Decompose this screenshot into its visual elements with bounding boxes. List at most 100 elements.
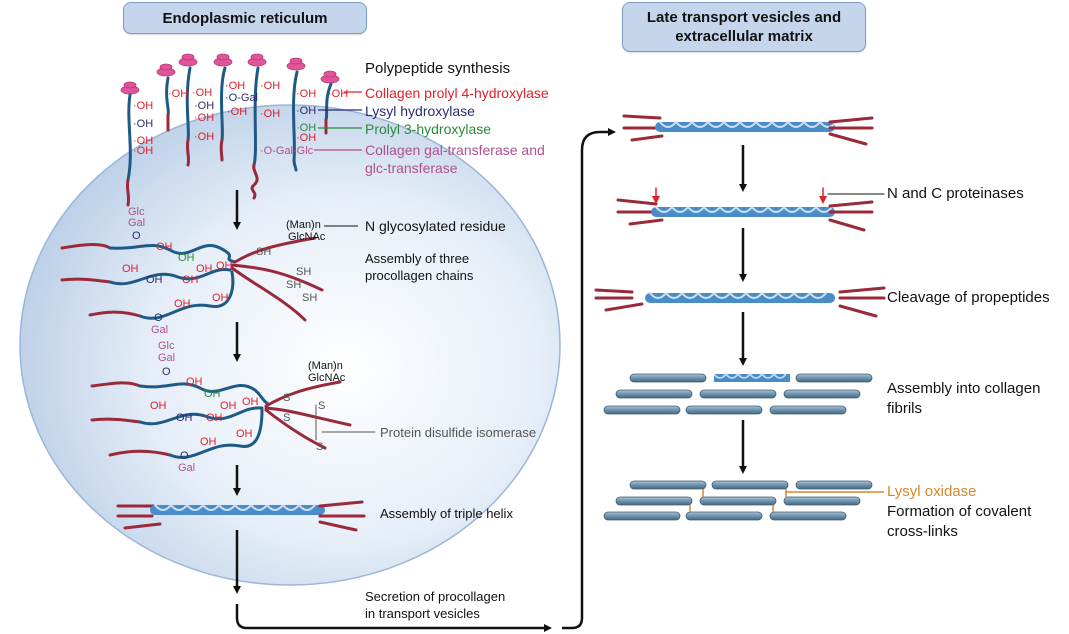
oh-label: ·OH xyxy=(194,131,215,143)
oh-label: ·OH xyxy=(133,118,154,130)
oh-label: OH xyxy=(196,263,213,275)
label-fibrils-1: Assembly into collagen xyxy=(887,380,1041,397)
man-n-label: (Man)n xyxy=(308,360,343,372)
oh-label: OH xyxy=(174,298,191,310)
gal-label: Gal xyxy=(158,352,176,364)
label-polypeptide-synthesis: Polypeptide synthesis xyxy=(365,60,511,77)
nascent-chains xyxy=(125,66,333,207)
label-crosslinks-1: Formation of covalent xyxy=(887,503,1032,520)
oh-label: OH xyxy=(204,388,221,400)
fibril-helix xyxy=(713,372,790,382)
oh-label: ·OH xyxy=(227,106,248,118)
o-label: O xyxy=(180,450,189,462)
oh-label: ·OH xyxy=(192,87,213,99)
oh-label: ·OH xyxy=(328,88,349,100)
cleaved-collagen xyxy=(594,286,886,318)
oh-label: ·OH xyxy=(168,88,189,100)
s-label: S xyxy=(283,392,291,404)
label-fibrils-2: fibrils xyxy=(887,400,923,417)
er-flow-arrows xyxy=(233,128,616,632)
oh-label: ·OH xyxy=(194,100,215,112)
label-secretion-1: Secretion of procollagen xyxy=(365,589,506,604)
glcnac-label: GlcNAc xyxy=(288,231,326,243)
oh-label: ·OH xyxy=(260,80,281,92)
oh-label: OH xyxy=(150,400,167,412)
gal-label: Gal xyxy=(128,217,146,229)
oh-label: OH xyxy=(220,400,237,412)
crosslinks xyxy=(689,489,884,512)
label-secretion-2: in transport vesicles xyxy=(365,606,480,621)
sh-label: SH xyxy=(302,292,318,304)
label-protein-disulfide-isomerase: Protein disulfide isomerase xyxy=(380,425,537,440)
oh-label: OH xyxy=(186,376,203,388)
oh-label: ·OH xyxy=(296,88,317,100)
oh-label: ·OH xyxy=(260,108,281,120)
glc-label: Glc xyxy=(158,340,175,352)
oh-label: ·OH xyxy=(225,80,246,92)
oh-label: ·OH xyxy=(133,135,154,147)
header-late-transport: Late transport vesicles and extracellula… xyxy=(622,2,866,52)
oh-label: OH xyxy=(182,274,199,286)
triple-helix-er xyxy=(116,500,366,532)
oh-label: ·OH xyxy=(133,145,154,157)
label-collagen-prolyl-4-hydroxylase: Collagen prolyl 4-hydroxylase xyxy=(365,85,549,101)
label-gal-transferase: Collagen gal-transferase and xyxy=(365,142,545,158)
oh-label: ·OH xyxy=(296,105,317,117)
oh-label: OH xyxy=(122,263,139,275)
glcnac-label: GlcNAc xyxy=(308,372,346,384)
crosslinked-fibrils xyxy=(603,480,873,521)
label-cleavage-propeptides: Cleavage of propeptides xyxy=(887,289,1050,306)
o-gal-label: ·O-Gal xyxy=(225,92,258,104)
sh-label: SH xyxy=(286,279,302,291)
oh-label: OH xyxy=(236,428,253,440)
oh-label: ·OH xyxy=(296,122,317,134)
label-triple-helix: Assembly of triple helix xyxy=(380,506,513,521)
man-n-label: (Man)n xyxy=(286,219,321,231)
oh-label: OH xyxy=(216,260,233,272)
o-label: O xyxy=(162,366,171,378)
header-late-line2: extracellular matrix xyxy=(675,28,813,45)
o-gal-glc-label: ·O-Gal-Glc xyxy=(260,145,314,157)
oh-label: OH xyxy=(206,412,223,424)
er-cell xyxy=(19,104,561,586)
label-crosslinks-2: cross-links xyxy=(887,523,958,540)
label-n-glycosylated-residue: N glycosylated residue xyxy=(365,218,506,234)
label-lysyl-hydroxylase: Lysyl hydroxylase xyxy=(365,103,475,119)
o-label: O xyxy=(154,312,163,324)
label-assembly-chains-1: Assembly of three xyxy=(365,251,470,266)
header-late-line1: Late transport vesicles and xyxy=(646,9,842,26)
oh-label: ·OH xyxy=(194,112,215,124)
oh-label: OH xyxy=(176,412,193,424)
procollagen-chains-2 xyxy=(90,380,376,459)
label-assembly-chains-2: procollagen chains xyxy=(365,268,474,283)
o-label: O xyxy=(132,230,141,242)
oh-label: OH xyxy=(212,292,229,304)
label-n-c-proteinases: N and C proteinases xyxy=(887,185,1024,202)
collagen-fibrils xyxy=(603,373,873,415)
sh-label: SH xyxy=(296,266,312,278)
header-er-label: Endoplasmic reticulum xyxy=(162,9,328,27)
oh-label: OH xyxy=(242,396,259,408)
oh-label: OH xyxy=(146,274,163,286)
gal-label: Gal xyxy=(178,462,196,474)
header-endoplasmic-reticulum: Endoplasmic reticulum xyxy=(123,2,367,34)
s-label: S xyxy=(318,400,326,412)
s-label: S xyxy=(316,441,324,453)
ribosomes xyxy=(120,53,340,95)
glc-label: Glc xyxy=(128,206,145,218)
procollagen-chains-1 xyxy=(60,236,324,322)
sh-label: SH xyxy=(256,246,272,258)
oh-label: OH xyxy=(200,436,217,448)
s-label: S xyxy=(283,412,291,424)
label-lysyl-oxidase: Lysyl oxidase xyxy=(887,483,977,500)
enzyme-leader-lines xyxy=(314,91,362,151)
label-prolyl-3-hydroxylase: Prolyl 3-hydroxylase xyxy=(365,121,492,137)
procollagen-ecm xyxy=(622,114,874,146)
procollagen-proteinase xyxy=(616,187,885,232)
label-glc-transferase: glc-transferase xyxy=(365,160,458,176)
oh-label: ·OH xyxy=(296,132,317,144)
oh-label: OH xyxy=(178,252,195,264)
gal-label: Gal xyxy=(151,324,169,336)
oh-label: OH xyxy=(156,241,173,253)
